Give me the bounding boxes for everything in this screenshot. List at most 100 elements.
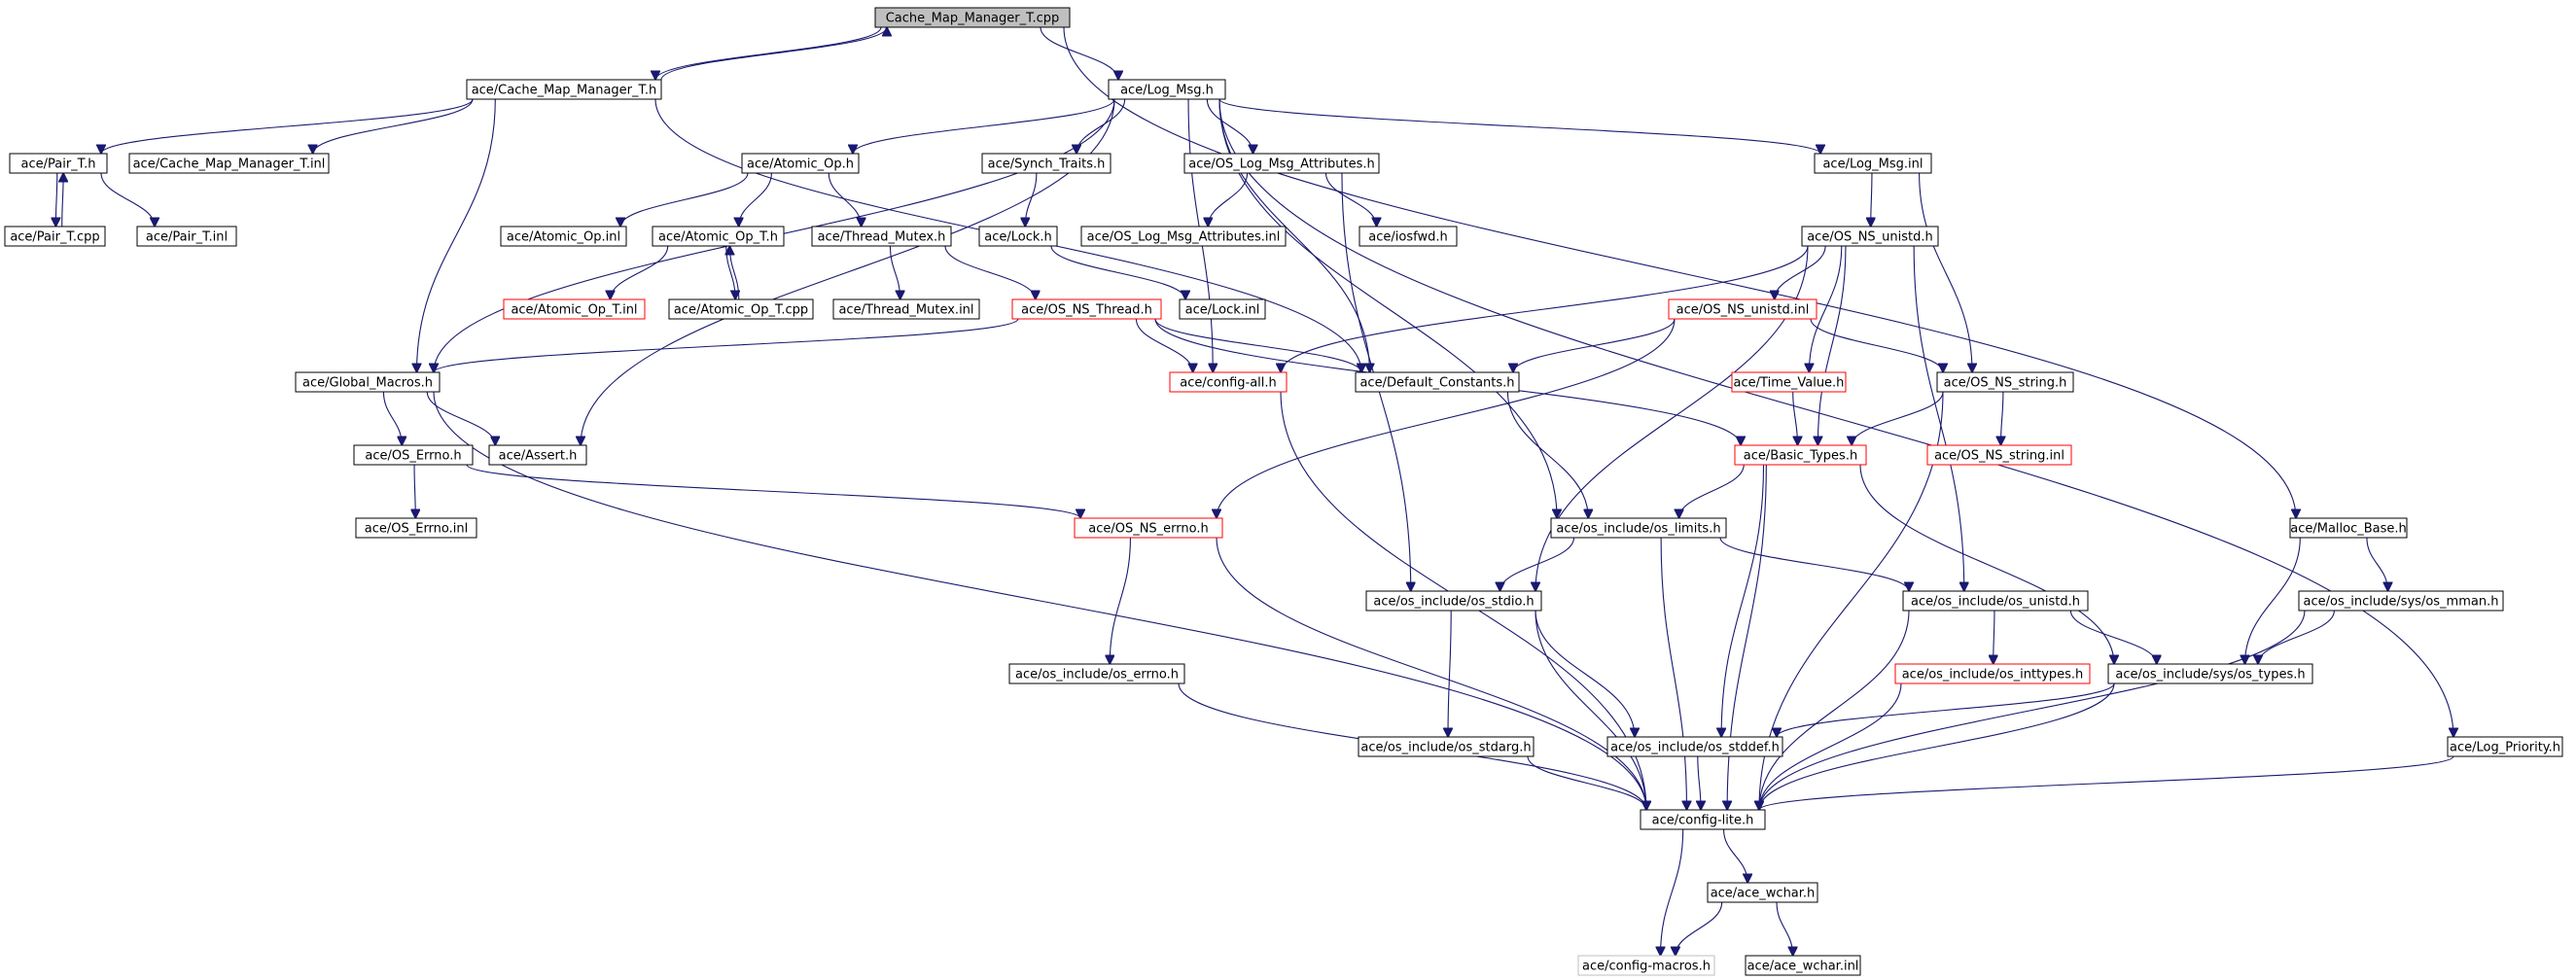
node-label: ace/Atomic_Op.h	[747, 158, 854, 172]
node-ace-lock-h[interactable]: ace/Lock.h	[978, 226, 1058, 247]
node-ace-ace-wchar-h[interactable]: ace/ace_wchar.h	[1707, 882, 1818, 903]
node-label: ace/Log_Priority.h	[2450, 741, 2560, 755]
node-ace-os-include-sys-os-mman-h[interactable]: ace/os_include/sys/os_mman.h	[2298, 590, 2504, 612]
edge-osunistd_h-to-ostypes_h	[2069, 610, 2156, 664]
edge-osnserrno_h-to-configlite_h	[1216, 537, 1646, 810]
node-label: ace/os_include/os_unistd.h	[1911, 595, 2080, 610]
node-box	[1894, 663, 2091, 684]
node-ace-atomic-op-t-inl[interactable]: ace/Atomic_Op_T.inl	[503, 298, 646, 320]
node-ace-os-include-os-stdio-h[interactable]: ace/os_include/os_stdio.h	[1365, 590, 1542, 612]
node-label: ace/Atomic_Op_T.h	[658, 230, 778, 245]
node-ace-os-include-os-errno-h[interactable]: ace/os_include/os_errno.h	[1008, 663, 1185, 684]
node-ace-os-include-os-limits-h[interactable]: ace/os_include/os_limits.h	[1550, 517, 1727, 539]
node-ace-atomic-op-t-h[interactable]: ace/Atomic_Op_T.h	[652, 226, 785, 247]
node-label: ace/Lock.inl	[1185, 303, 1260, 318]
node-box	[1169, 371, 1288, 393]
node-ace-thread-mutex-inl[interactable]: ace/Thread_Mutex.inl	[832, 298, 980, 320]
node-ace-thread-mutex-h[interactable]: ace/Thread_Mutex.h	[811, 226, 952, 247]
node-ace-pair-t-inl[interactable]: ace/Pair_T.inl	[136, 226, 237, 247]
edge-logmsg_h-to-synch_h	[1076, 98, 1126, 154]
node-ace-cache-map-manager-t-h[interactable]: ace/Cache_Map_Manager_T.h	[466, 79, 662, 100]
node-label: ace/Pair_T.cpp	[10, 230, 99, 245]
node-label: ace/OS_NS_string.inl	[1934, 449, 2064, 464]
node-label: ace/OS_Errno.h	[365, 449, 461, 464]
node-ace-os-include-os-stddef-h[interactable]: ace/os_include/os_stddef.h	[1606, 736, 1783, 757]
node-ace-time-value-h[interactable]: ace/Time_Value.h	[1731, 371, 1847, 393]
node-box	[466, 79, 662, 100]
node-ace-atomic-op-t-cpp[interactable]: ace/Atomic_Op_T.cpp	[668, 298, 814, 320]
node-label: ace/os_include/os_stddef.h	[1610, 741, 1780, 755]
node-box	[1358, 736, 1535, 757]
node-box	[832, 298, 980, 320]
node-box	[652, 226, 785, 247]
node-ace-os-ns-unistd-h[interactable]: ace/OS_NS_unistd.h	[1801, 226, 1939, 247]
node-ace-os-ns-thread-h[interactable]: ace/OS_NS_Thread.h	[1011, 298, 1162, 320]
node-ace-malloc-base-h[interactable]: ace/Malloc_Base.h	[2289, 517, 2408, 539]
node-ace-os-log-msg-attributes-inl[interactable]: ace/OS_Log_Msg_Attributes.inl	[1080, 226, 1287, 247]
node-ace-default-constants-h[interactable]: ace/Default_Constants.h	[1355, 371, 1520, 393]
node-ace-atomic-op-h[interactable]: ace/Atomic_Op.h	[741, 153, 860, 174]
node-ace-os-ns-errno-h[interactable]: ace/OS_NS_errno.h	[1074, 517, 1223, 539]
node-ace-config-all-h[interactable]: ace/config-all.h	[1169, 371, 1288, 393]
node-label: ace/Cache_Map_Manager_T.inl	[133, 158, 326, 172]
node-ace-pair-t-cpp[interactable]: ace/Pair_T.cpp	[4, 226, 106, 247]
node-ace-os-ns-string-inl[interactable]: ace/OS_NS_string.inl	[1926, 444, 2072, 466]
edge-osnsthread_h-to-globalmacros_h	[434, 318, 1019, 372]
nodes-layer: Cache_Map_Manager_T.cpp ace/Cache_Map_Man…	[4, 7, 2563, 976]
node-ace-os-ns-string-h[interactable]: ace/OS_NS_string.h	[1936, 371, 2074, 393]
node-box	[1074, 517, 1223, 539]
node-ace-config-lite-h[interactable]: ace/config-lite.h	[1640, 809, 1766, 830]
node-label: ace/os_include/sys/os_mman.h	[2304, 595, 2499, 610]
node-ace-os-errno-h[interactable]: ace/OS_Errno.h	[353, 444, 474, 466]
edge-oslimits_h-to-osunistd_h	[1719, 537, 1909, 591]
edge-basictypes_h-to-ostypes_h	[1859, 464, 2114, 664]
node-label: ace/Synch_Traits.h	[988, 158, 1106, 172]
node-label: ace/Basic_Types.h	[1744, 449, 1857, 464]
node-ace-os-include-os-unistd-h[interactable]: ace/os_include/os_unistd.h	[1902, 590, 2089, 612]
node-ace-log-priority-h[interactable]: ace/Log_Priority.h	[2447, 736, 2563, 757]
node-ace-config-macros-h[interactable]: ace/config-macros.h	[1577, 955, 1715, 976]
node-ace-basic-types-h[interactable]: ace/Basic_Types.h	[1734, 444, 1867, 466]
node-ace-synch-traits-h[interactable]: ace/Synch_Traits.h	[981, 153, 1112, 174]
node-label: ace/os_include/os_limits.h	[1556, 522, 1720, 537]
node-label: ace/Thread_Mutex.inl	[838, 303, 973, 318]
node-ace-global-macros-h[interactable]: ace/Global_Macros.h	[295, 371, 441, 393]
node-cache-map-manager-t-cpp[interactable]: Cache_Map_Manager_T.cpp	[874, 7, 1071, 28]
edge-atomic_h-to-atomicT_h	[739, 172, 772, 227]
node-ace-log-msg-h[interactable]: ace/Log_Msg.h	[1108, 79, 1226, 100]
edge-cmm_h-to-root	[660, 27, 887, 81]
node-label: ace/ace_wchar.h	[1711, 887, 1816, 901]
node-ace-os-log-msg-attributes-h[interactable]: ace/OS_Log_Msg_Attributes.h	[1183, 153, 1380, 174]
node-ace-os-include-os-inttypes-h[interactable]: ace/os_include/os_inttypes.h	[1894, 663, 2091, 684]
edge-root-to-logmsg_h	[1040, 26, 1118, 80]
node-ace-os-include-sys-os-types-h[interactable]: ace/os_include/sys/os_types.h	[2107, 663, 2313, 684]
node-ace-log-msg-inl[interactable]: ace/Log_Msg.inl	[1814, 153, 1932, 174]
edge-cmm_h-to-globalmacros_h	[417, 98, 496, 372]
edge-osnsthread_h-to-defconst_h	[1154, 318, 1361, 372]
node-ace-os-errno-inl[interactable]: ace/OS_Errno.inl	[355, 517, 477, 539]
node-ace-ace-wchar-inl[interactable]: ace/ace_wchar.inl	[1745, 955, 1861, 976]
edge-osnsthread_h-to-configall_h	[1135, 318, 1192, 372]
node-box	[1936, 371, 2074, 393]
node-ace-os-ns-unistd-inl[interactable]: ace/OS_NS_unistd.inl	[1668, 298, 1817, 320]
edge-mallocbase_h-to-osmman_h	[2366, 537, 2388, 591]
node-label: ace/os_include/os_inttypes.h	[1902, 668, 2084, 682]
node-ace-os-include-os-stdarg-h[interactable]: ace/os_include/os_stdarg.h	[1358, 736, 1535, 757]
edge-osnsunistd_h-to-osunistd_h	[1913, 245, 1964, 591]
edge-defconst_h-to-oslimits_h	[1506, 391, 1588, 518]
node-box	[1606, 736, 1783, 757]
node-ace-lock-inl[interactable]: ace/Lock.inl	[1179, 298, 1266, 320]
edge-oserrno_h-to-osnserrno_h	[466, 464, 1080, 518]
node-box	[1359, 226, 1458, 247]
edge-configlite_h-to-acewchar_h	[1722, 828, 1748, 883]
node-ace-cache-map-manager-t-inl[interactable]: ace/Cache_Map_Manager_T.inl	[128, 153, 330, 174]
node-ace-iosfwd-h[interactable]: ace/iosfwd.h	[1359, 226, 1458, 247]
node-ace-atomic-op-inl[interactable]: ace/Atomic_Op.inl	[500, 226, 627, 247]
edge-atomic_h-to-thrmutex_h	[828, 172, 861, 227]
edge-oserrno_h-to-oserrno_inl	[414, 464, 415, 518]
edge-oslogattr_h-to-iosfwd_h	[1324, 172, 1377, 227]
node-ace-pair-t-h[interactable]: ace/Pair_T.h	[9, 153, 108, 174]
node-ace-assert-h[interactable]: ace/Assert.h	[488, 444, 587, 466]
node-box	[1668, 298, 1817, 320]
node-box	[668, 298, 814, 320]
